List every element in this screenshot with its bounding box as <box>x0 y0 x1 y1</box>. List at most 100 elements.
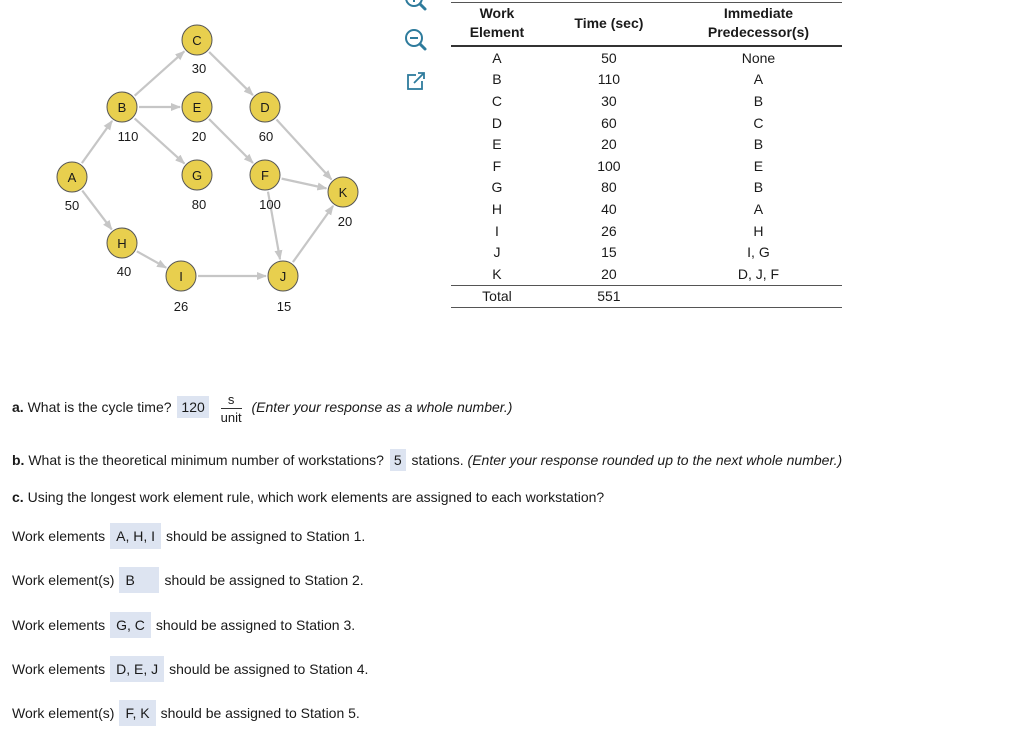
node-label: I <box>179 269 183 284</box>
edge-b-c <box>133 50 186 97</box>
station-2-suffix: should be assigned to Station 2. <box>164 572 364 588</box>
station-1-label: Work elements <box>12 528 106 544</box>
node-time-label: 20 <box>192 129 206 144</box>
edge-a-b <box>80 120 114 164</box>
predecessor-cell: I, G <box>747 244 770 261</box>
predecessor-cell: A <box>753 71 764 88</box>
edge-j-k <box>291 205 335 263</box>
station-4-answer[interactable]: D, E, J <box>110 656 165 682</box>
unit-numerator: s <box>220 392 242 409</box>
station-4-label: Work elements <box>12 661 106 677</box>
node-g: G80 <box>181 159 213 212</box>
predecessor-cell: H <box>753 222 764 239</box>
node-time-label: 80 <box>192 197 206 212</box>
predecessor-cell: D, J, F <box>737 265 780 282</box>
unit-fraction: s unit <box>220 392 242 425</box>
node-circle <box>165 260 197 292</box>
node-j: J 15 <box>267 260 299 314</box>
zoom-out-icon[interactable] <box>400 26 432 54</box>
question-b-prefix: b. <box>12 452 25 468</box>
node-time-label: 26 <box>174 299 188 314</box>
node-label: J <box>280 269 287 284</box>
predecessor-cell: B <box>753 179 764 196</box>
node-circle <box>249 159 281 191</box>
station-1-answer[interactable]: A, H, I <box>110 523 162 549</box>
node-time-label: 110 <box>118 129 139 144</box>
node-b: B 110 <box>106 91 139 144</box>
station-1-suffix: should be assigned to Station 1. <box>166 528 366 544</box>
question-c-text: Using the longest work element rule, whi… <box>27 489 605 505</box>
edge-a-h <box>81 189 113 231</box>
header-predecessors: Immediate Predecessor(s) <box>674 2 842 47</box>
time-cell: 26 <box>601 222 617 239</box>
station-4-suffix: should be assigned to Station 4. <box>169 661 369 677</box>
question-b-suffix: stations. <box>411 452 464 468</box>
station-2-answer[interactable]: B <box>119 567 160 593</box>
unit-denominator: unit <box>220 410 242 425</box>
predecessor-cell: E <box>753 157 764 174</box>
station-5-answer[interactable]: F, K <box>119 700 156 726</box>
time-cell: 80 <box>601 179 617 196</box>
cycle-time-answer[interactable]: 120 <box>177 396 209 419</box>
header-work-element-text: Work Element <box>469 5 525 40</box>
predecessor-cell: B <box>753 136 764 153</box>
workstations-answer[interactable]: 5 <box>389 449 406 471</box>
node-d: D60 <box>249 91 281 144</box>
question-a: a. What is the cycle time? 120 s unit (E… <box>12 392 512 425</box>
station-5-suffix: should be assigned to Station 5. <box>160 705 360 721</box>
work-element-cell: F <box>492 157 502 174</box>
total-time-cell: 551 <box>542 284 675 308</box>
edge-d-k <box>275 118 333 181</box>
node-i: I 26 <box>165 260 197 314</box>
node-h: H40 <box>106 227 138 279</box>
time-cell: 20 <box>601 265 617 282</box>
edge-h-i <box>136 250 168 269</box>
node-c: C30 <box>181 24 213 76</box>
edge-f-j <box>266 191 283 261</box>
zoom-in-icon[interactable] <box>400 0 432 14</box>
time-cell: 20 <box>601 136 617 153</box>
edge-f-k <box>281 177 328 191</box>
node-label: K <box>339 185 348 200</box>
work-element-cell: H <box>491 200 502 217</box>
predecessor-cell: None <box>741 49 776 66</box>
node-time-label: 30 <box>192 61 206 76</box>
node-label: A <box>68 170 77 185</box>
total-label-cell: Total <box>451 284 543 308</box>
work-element-cell: D <box>491 114 502 131</box>
time-cell: 15 <box>601 244 617 261</box>
node-label: F <box>261 168 269 183</box>
question-a-prefix: a. <box>12 399 24 416</box>
station-3-answer[interactable]: G, C <box>110 612 151 638</box>
node-time-label: 15 <box>277 299 291 314</box>
work-element-cell: C <box>491 92 502 109</box>
work-element-cell: A <box>492 49 502 66</box>
edge-b-g <box>133 117 186 165</box>
open-external-icon[interactable] <box>400 68 432 96</box>
question-a-text: What is the cycle time? <box>27 399 172 416</box>
node-circle <box>56 161 88 193</box>
question-c-prefix: c. <box>12 489 24 505</box>
node-label: E <box>193 100 202 115</box>
node-label: B <box>118 100 127 115</box>
work-element-cell: I <box>495 222 499 239</box>
node-label: D <box>260 100 269 115</box>
work-element-cell: E <box>492 136 502 153</box>
node-circle <box>181 24 213 56</box>
node-time-label: 100 <box>259 197 281 212</box>
time-cell: 30 <box>601 92 617 109</box>
node-time-label: 50 <box>65 198 79 213</box>
time-cell: 40 <box>601 200 617 217</box>
